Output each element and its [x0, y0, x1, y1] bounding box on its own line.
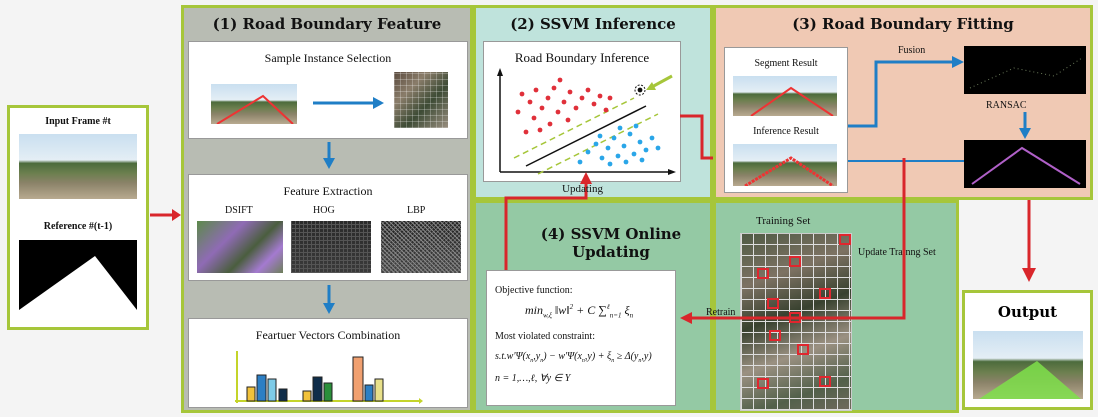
panel-road-boundary-feature: (1) Road Boundary Feature Sample Instanc… [181, 5, 473, 413]
blue-class-points [577, 123, 661, 167]
segment-result-image [733, 76, 837, 116]
fusion-result-image [964, 46, 1086, 94]
input-frame-label: Input Frame #t [45, 116, 111, 127]
ransac-result-image [964, 140, 1086, 188]
output-panel: Output [962, 290, 1093, 410]
ransac-label: RANSAC [986, 100, 1027, 111]
updating-arrow [504, 172, 592, 270]
index-formula: n = 1,…,ℓ, ∀y ∈ Y [495, 373, 571, 384]
road-boundary-inference-title: Road Boundary Inference [514, 50, 650, 65]
panel-ssvm-online-updating: (4) SSVM Online Updating Objective funct… [473, 200, 713, 413]
input-to-feature-arrow [150, 209, 181, 221]
segment-result-label: Segment Result [754, 58, 818, 69]
objective-formula: minw,ξ ‖w‖2 + C ∑ℓn=1 ξn [525, 303, 634, 320]
panel4-title-line2: Updating [572, 243, 650, 261]
feature-to-vectors-arrow [323, 285, 335, 314]
output-title: Output [997, 303, 1058, 321]
feature-vectors-box: Feartuer Vectors Combination [188, 318, 468, 408]
reference-mask [19, 240, 137, 316]
fusion-arrow [848, 56, 964, 128]
hog-image [291, 221, 371, 273]
fusion-label: Fusion [898, 45, 926, 56]
panel4-title-line1: (4) SSVM Online [540, 225, 682, 243]
reference-label: Reference #(t-1) [43, 221, 113, 232]
inference-result-label: Inference Result [753, 126, 819, 137]
sample-instance-box: Sample Instance Selection [188, 41, 468, 139]
dsift-label: DSIFT [225, 205, 253, 216]
feature-histogram [235, 351, 423, 404]
hog-label: HOG [313, 205, 335, 216]
input-panel: Input Frame #t Reference #(t-1) [7, 105, 149, 330]
ransac-arrow [1019, 112, 1031, 139]
fitting-to-output-arrow [1022, 200, 1036, 282]
sample-instance-title: Sample Instance Selection [264, 51, 392, 65]
panel2-title: (2) SSVM Inference [510, 15, 676, 33]
updating-label: Updating [562, 183, 603, 195]
segment-inference-box: Segment Result Inference Result [724, 47, 848, 193]
objective-box: Objective function: minw,ξ ‖w‖2 + C ∑ℓn=… [486, 270, 676, 406]
most-violated-label: Most violated constraint: [495, 331, 595, 342]
feature-vectors-title: Feartuer Vectors Combination [255, 328, 401, 342]
inference-result-image [733, 144, 837, 186]
panel1-title: (1) Road Boundary Feature [212, 15, 442, 33]
feature-extraction-box: Feature Extraction DSIFT HOG LBP [188, 174, 468, 281]
update-training-set-label: Update Trainng Set [858, 247, 936, 258]
lbp-label: LBP [407, 205, 426, 216]
training-set-panel: Training Set Update Trainng Set [713, 200, 959, 413]
retrain-label: Retrain [706, 307, 736, 318]
road-boundary-inference-box: Road Boundary Inference [483, 41, 681, 182]
feature-extraction-title: Feature Extraction [283, 184, 373, 198]
lbp-image [381, 221, 461, 273]
svm-scatter-plot [497, 68, 676, 175]
constraint-formula: s.t.w'Ψ(xn,yn) − w'Ψ(xn,y) + ξn ≥ Δ(yn,y… [495, 351, 652, 364]
inference-to-ransac-line [848, 160, 964, 162]
red-class-points [515, 77, 613, 135]
update-training-arrow [680, 158, 906, 324]
sample-arrow [313, 97, 384, 109]
input-frame-image [19, 134, 137, 199]
training-set-title: Training Set [756, 215, 811, 227]
panel-ssvm-inference: (2) SSVM Inference Road Boundary Inferen… [473, 5, 713, 200]
sample-to-feature-arrow [323, 142, 335, 169]
sample-patches-image [394, 72, 448, 128]
dsift-image [197, 221, 283, 273]
panel3-title: (3) Road Boundary Fitting [792, 15, 1014, 33]
output-image [973, 331, 1083, 399]
objective-label: Objective function: [495, 285, 573, 296]
sample-road-image [211, 84, 297, 124]
